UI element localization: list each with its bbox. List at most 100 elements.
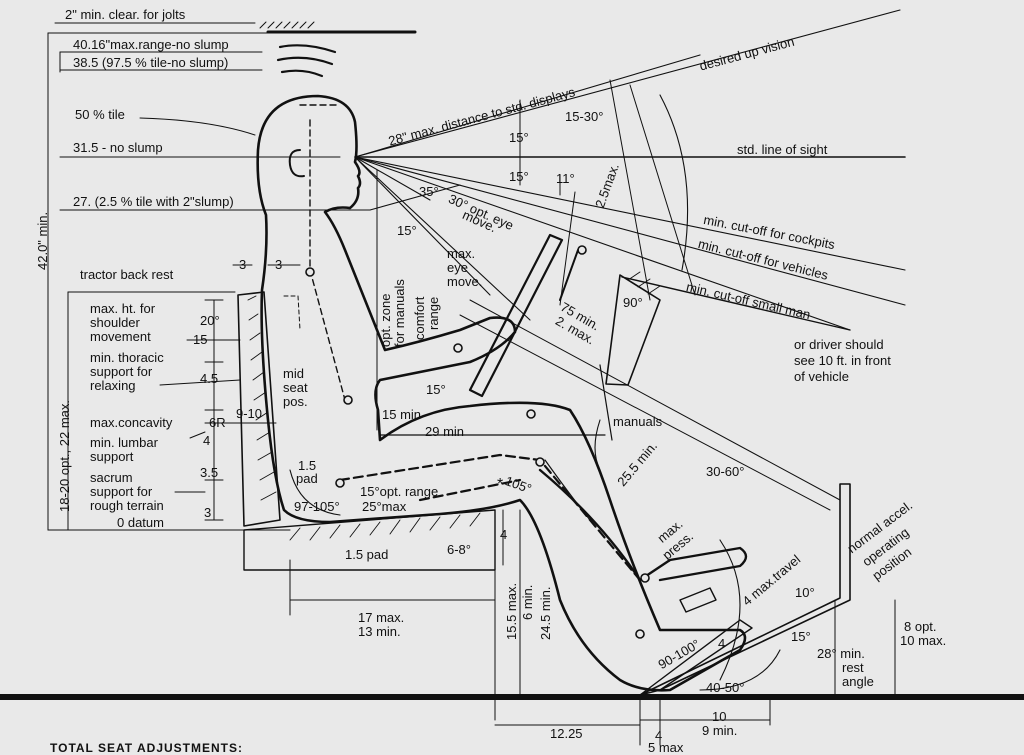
label-max-ht-3: movement <box>90 329 151 344</box>
label-angle-25max: 25°max <box>362 499 407 514</box>
label-total-seat-adjustments: TOTAL SEAT ADJUSTMENTS: <box>50 741 244 755</box>
label-height-min: 42.0" min. <box>35 211 50 270</box>
label-angle-28-1: 28° min. <box>817 646 865 661</box>
label-eye-move-2: eye <box>447 260 468 275</box>
label-pad-a-2: pad <box>296 471 318 486</box>
label-thoracic-3: relaxing <box>90 378 136 393</box>
label-dim-10: 10 <box>712 709 727 724</box>
label-dim-3b: 3 <box>275 257 283 272</box>
label-sacrum-1: sacrum <box>90 470 133 485</box>
label-eye-move-3: move. <box>447 274 483 289</box>
label-50-tile: 50 % tile <box>75 107 125 122</box>
label-dim-9min: 9 min. <box>702 723 738 738</box>
label-tractor-back: tractor back rest <box>80 267 174 282</box>
label-thoracic-1: min. thoracic <box>90 350 164 365</box>
label-driver-1: or driver should <box>794 337 884 352</box>
label-angle-6-8: 6-8° <box>447 542 471 557</box>
label-angle-40-50: 40-50° <box>706 680 745 695</box>
label-angle-28-2: rest <box>842 660 864 675</box>
label-dim-4-seat: 4 <box>500 527 508 542</box>
firewall <box>605 274 661 386</box>
label-dim-15min: 15 min <box>382 407 422 422</box>
label-max-range: 40.16"max.range-no slump <box>73 37 229 52</box>
label-clear-jolts: 2" min. clear. for jolts <box>65 7 186 22</box>
label-angle-15-eye: 15° <box>397 223 417 238</box>
label-opt-range-15: 15°opt. range <box>360 484 439 499</box>
label-angle-97-105: 97-105° <box>294 499 340 514</box>
label-sacrum-2: support for <box>90 484 153 499</box>
label-v3: 3 <box>204 505 212 520</box>
label-comfort-1: comfort <box>412 296 427 340</box>
head-clearance-arcs <box>276 44 337 78</box>
seat-dimensions <box>289 509 896 746</box>
label-pad-b: 1.5 pad <box>345 547 389 562</box>
label-angle-20: 20° <box>200 313 220 328</box>
label-eye-move-1: max. <box>447 246 476 261</box>
label-mid-3: pos. <box>283 394 308 409</box>
label-opt-zone-2: for manuals <box>392 279 407 347</box>
label-angle-15-up: 15° <box>509 130 529 145</box>
label-dim-29min: 29 min <box>425 424 465 439</box>
label-angle-15-pedal: 15° <box>791 629 811 644</box>
label-star: * <box>497 476 504 493</box>
label-dim-13: 13 min. <box>358 624 401 639</box>
label-v35: 3.5 <box>200 465 219 480</box>
label-max-concavity: max.concavity <box>90 415 173 430</box>
body-outline <box>256 94 747 692</box>
label-mid-2: seat <box>283 380 308 395</box>
label-dim-8-2: 10 max. <box>900 633 947 648</box>
label-angle-35: 35° <box>419 184 439 199</box>
label-max-ht-1: max. ht. for <box>90 301 156 316</box>
label-driver-3: of vehicle <box>794 369 849 384</box>
label-driver-2: see 10 ft. in front <box>794 353 891 368</box>
label-dim-4-foot: 4 <box>655 728 663 743</box>
label-angle-10: 10° <box>795 585 815 600</box>
steering-column <box>468 233 564 398</box>
label-opt-range: 18-20 opt., 22 max. <box>57 399 72 512</box>
label-thoracic-2: support for <box>90 364 153 379</box>
label-dim-17: 17 max. <box>358 610 405 625</box>
label-25-tile: 27. (2.5 % tile with 2"slump) <box>73 194 234 209</box>
backrest-hatch <box>247 295 277 501</box>
label-dim-3a: 3 <box>239 257 247 272</box>
label-v6r: 6R <box>209 415 226 430</box>
label-no-slump: 31.5 - no slump <box>73 140 163 155</box>
column-line-a <box>469 299 841 501</box>
leader-lines <box>139 117 301 521</box>
label-v15: 15 <box>193 332 208 347</box>
label-opt-zone-1: opt. zone <box>378 293 393 348</box>
label-975-tile: 38.5 (97.5 % tile-no slump) <box>73 55 229 70</box>
label-dim-8-1: 8 opt. <box>904 619 937 634</box>
label-v45: 4.5 <box>200 371 219 386</box>
label-dim-245: 24.5 min. <box>538 586 553 640</box>
label-pad-a-1: 1.5 <box>298 458 317 473</box>
label-dim-5max: 5 max <box>648 740 684 755</box>
label-datum: 0 datum <box>117 515 164 530</box>
label-max-ht-2: shoulder <box>90 315 140 330</box>
label-v4: 4 <box>203 433 211 448</box>
label-manuals: manuals <box>613 414 663 429</box>
label-angle-15-arm: 15° <box>426 382 446 397</box>
label-sacrum-3: rough terrain <box>90 498 164 513</box>
label-angle-30-60: 30-60° <box>706 464 745 479</box>
label-comfort-2: range <box>426 296 441 330</box>
label-angle-28-3: angle <box>842 674 874 689</box>
label-lumbar-2: support <box>90 449 134 464</box>
ear <box>288 149 305 178</box>
label-dim-6: 6 min. <box>520 584 535 620</box>
seat-back <box>237 291 281 527</box>
label-angle-15-30: 15-30° <box>565 109 604 124</box>
label-angle-90: 90° <box>623 295 643 310</box>
top-hatch <box>259 21 315 29</box>
label-mid-1: mid <box>283 366 304 381</box>
seat-pan-hatch <box>289 512 481 541</box>
label-dim-155: 15.5 max. <box>504 582 519 640</box>
label-dim-9-10: 9-10 <box>236 406 263 421</box>
sight-lines <box>354 9 906 331</box>
lower-leg <box>538 468 748 582</box>
joint-markers <box>305 245 650 639</box>
label-dim-1225: 12.25 <box>550 726 583 741</box>
label-std-sight: std. line of sight <box>737 142 828 157</box>
